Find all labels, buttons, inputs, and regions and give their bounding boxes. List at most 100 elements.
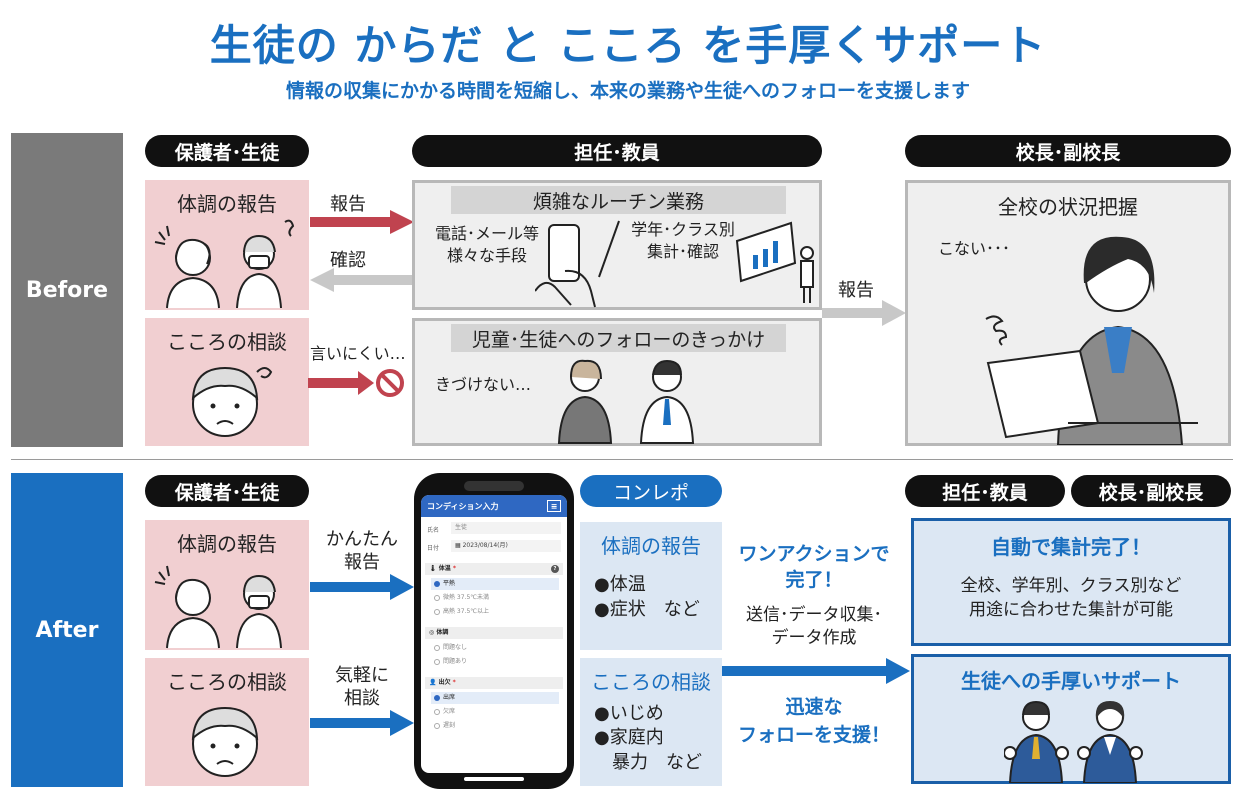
before-label: Before <box>11 133 123 447</box>
routine-title: 煩雑なルーチン業務 <box>451 186 786 214</box>
conrepo-pill: コンレポ <box>580 475 722 507</box>
panel-title: こころの相談 <box>591 670 711 694</box>
pill-text: 校長･副校長 <box>1098 481 1204 504</box>
radio-icon <box>434 645 440 651</box>
smartphone-hand-icon <box>535 224 596 308</box>
blocked-arrow-icon <box>308 369 404 397</box>
option-label: 問題あり <box>443 658 468 665</box>
text-line: 送信･データ収集･ <box>746 605 882 625</box>
text-line: 電話･メール等 <box>434 224 539 243</box>
date-label: 日付 <box>427 545 440 552</box>
radio-selected-icon <box>434 581 440 587</box>
text-line: ワンアクションで <box>738 543 890 565</box>
conrepo-body-panel: 体調の報告 ●体温 ●症状 など <box>580 522 722 650</box>
panel-item: ●症状 など <box>594 599 700 621</box>
panel-item: ●家庭内 <box>594 727 664 749</box>
attendance-option[interactable]: 欠席 <box>431 706 559 718</box>
card-title: こころの相談 <box>167 670 287 694</box>
auto-description: 全校、学年別、クラス別など 用途に合わせた集計が可能 <box>914 575 1228 623</box>
panel-items: ●いじめ ●家庭内 暴力 など <box>594 702 702 775</box>
help-icon[interactable]: ? <box>551 565 559 573</box>
section-divider <box>11 459 1233 460</box>
sick-people-illustration <box>154 565 282 649</box>
radio-icon <box>434 709 440 715</box>
attendance-option[interactable]: 遅刻 <box>431 720 559 732</box>
option-label: 遅刻 <box>443 722 456 729</box>
support-title: 生徒への手厚いサポート <box>961 669 1181 693</box>
student-support-box: 生徒への手厚いサポート <box>911 654 1231 784</box>
pill-text: 担任･教員 <box>574 141 660 164</box>
panel-item: ●体温 <box>594 574 646 595</box>
text-line: 集計･確認 <box>646 241 719 261</box>
before-body-report-card: 体調の報告 <box>145 180 309 310</box>
calendar-icon: ▦ <box>455 542 463 549</box>
condition-option[interactable]: 問題あり <box>431 656 559 668</box>
option-label: 高熱 37.5℃以上 <box>443 608 490 615</box>
menu-icon[interactable]: ≡ <box>547 500 561 512</box>
name-field[interactable]: 生徒 <box>451 522 561 534</box>
text-line: 様々な手段 <box>446 245 527 265</box>
thermometer-icon: 🌡 <box>429 565 439 572</box>
page-title: 生徒の からだ と こころ を手厚くサポート <box>209 21 1047 70</box>
text-line: 相談 <box>344 688 380 710</box>
option-label: 出席 <box>443 694 456 701</box>
cheering-teachers-illustration <box>1004 700 1143 783</box>
pill-text: 校長･副校長 <box>1015 141 1121 164</box>
worried-student-illustration <box>191 706 259 777</box>
option-label: 微熱 37.5℃未満 <box>443 594 490 601</box>
attendance-option-selected[interactable]: 出席 <box>431 692 559 704</box>
arrow-casual-label: 気軽に 相談 <box>318 664 406 711</box>
page-subtitle: 情報の収集にかかる時間を短縮し、本来の業務や生徒へのフォローを支援します <box>285 80 970 102</box>
panel-title: 体調の報告 <box>601 534 701 558</box>
routine-left-text: 電話･メール等 様々な手段 <box>419 223 555 266</box>
followup-box: 児童･生徒へのフォローのきっかけ きづけない… <box>412 318 822 446</box>
section-title: 体調 <box>436 629 449 636</box>
phone-notch <box>464 481 524 491</box>
before-teachers-pill: 担任･教員 <box>412 135 822 167</box>
monitor-chart-icon <box>735 221 814 303</box>
auto-title: 自動で集計完了！ <box>991 535 1151 559</box>
radio-selected-icon <box>434 695 440 701</box>
after-label: After <box>11 473 123 787</box>
radio-icon <box>434 723 440 729</box>
option-label: 問題なし <box>443 644 468 651</box>
card-title: こころの相談 <box>167 330 287 354</box>
app-header: コンディション入力 ≡ <box>421 495 567 517</box>
teachers-illustration <box>557 359 695 444</box>
worried-principal-illustration <box>985 236 1198 445</box>
arrow-easy-label: かんたん 報告 <box>318 528 406 575</box>
report-arrow-icon <box>310 210 414 234</box>
date-field[interactable]: ▦ 2023/08/14(月) <box>451 540 561 552</box>
card-title: 体調の報告 <box>177 532 277 556</box>
school-status-text: こない･･･ <box>938 239 1011 258</box>
temp-option[interactable]: 高熱 37.5℃以上 <box>431 606 559 618</box>
after-label-text: After <box>35 617 99 643</box>
arrow-confirm-label: 確認 <box>330 250 366 271</box>
text-line: 完了！ <box>785 568 843 591</box>
before-guardians-pill: 保護者･生徒 <box>145 135 309 167</box>
card-title: 体調の報告 <box>177 192 277 216</box>
phone-screen: コンディション入力 ≡ 氏名 生徒 日付 ▦ 2023/08/14(月) 🌡 体… <box>421 495 567 773</box>
section-title: 体温 <box>438 565 451 572</box>
name-label: 氏名 <box>427 527 440 534</box>
condition-section-header: ◎ 体調 <box>425 627 563 639</box>
temp-option[interactable]: 微熱 37.5℃未満 <box>431 592 559 604</box>
radio-icon <box>434 659 440 665</box>
attendance-section-header: 👤 出欠 * <box>425 677 563 689</box>
person-icon: 👤 <box>429 679 439 686</box>
routine-right-text: 学年･クラス別 集計･確認 <box>623 219 743 262</box>
after-guardians-pill: 保護者･生徒 <box>145 475 309 507</box>
confirm-arrow-icon <box>310 268 414 292</box>
one-action-heading: ワンアクションで 完了！ <box>724 542 904 593</box>
home-indicator <box>464 777 524 781</box>
text-line: かんたん <box>326 529 398 550</box>
worried-student-illustration <box>191 366 273 437</box>
report-principal-arrow-icon <box>822 300 906 326</box>
date-value: 2023/08/14(月) <box>462 542 508 549</box>
temp-option-selected[interactable]: 平熱 <box>431 578 559 590</box>
condition-option[interactable]: 問題なし <box>431 642 559 654</box>
panel-items: ●体温 ●症状 など <box>594 572 700 622</box>
text-line: 全校、学年別、クラス別など <box>960 576 1182 596</box>
after-teachers-pill: 担任･教員 <box>905 475 1065 507</box>
app-title: コンディション入力 <box>427 501 499 511</box>
